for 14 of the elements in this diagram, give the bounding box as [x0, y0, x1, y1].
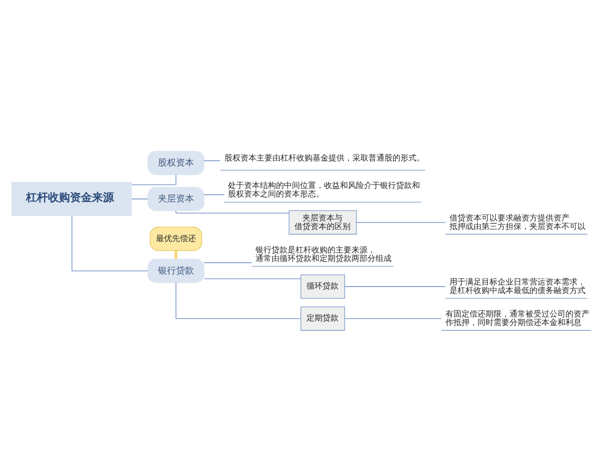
connector	[131, 174, 176, 185]
connector	[204, 262, 252, 263]
connector	[174, 250, 178, 259]
node-box: 银行贷款	[147, 258, 204, 282]
connector	[204, 160, 221, 161]
connector	[176, 210, 290, 214]
connector	[131, 198, 148, 199]
node-box: 夹层资本	[147, 186, 204, 211]
node-box: 股权资本	[147, 150, 204, 175]
connector	[204, 194, 225, 195]
connector	[72, 214, 148, 271]
node-box: 杠杆收购资金来源	[11, 181, 132, 216]
connector	[204, 278, 302, 279]
connector	[176, 282, 302, 318]
